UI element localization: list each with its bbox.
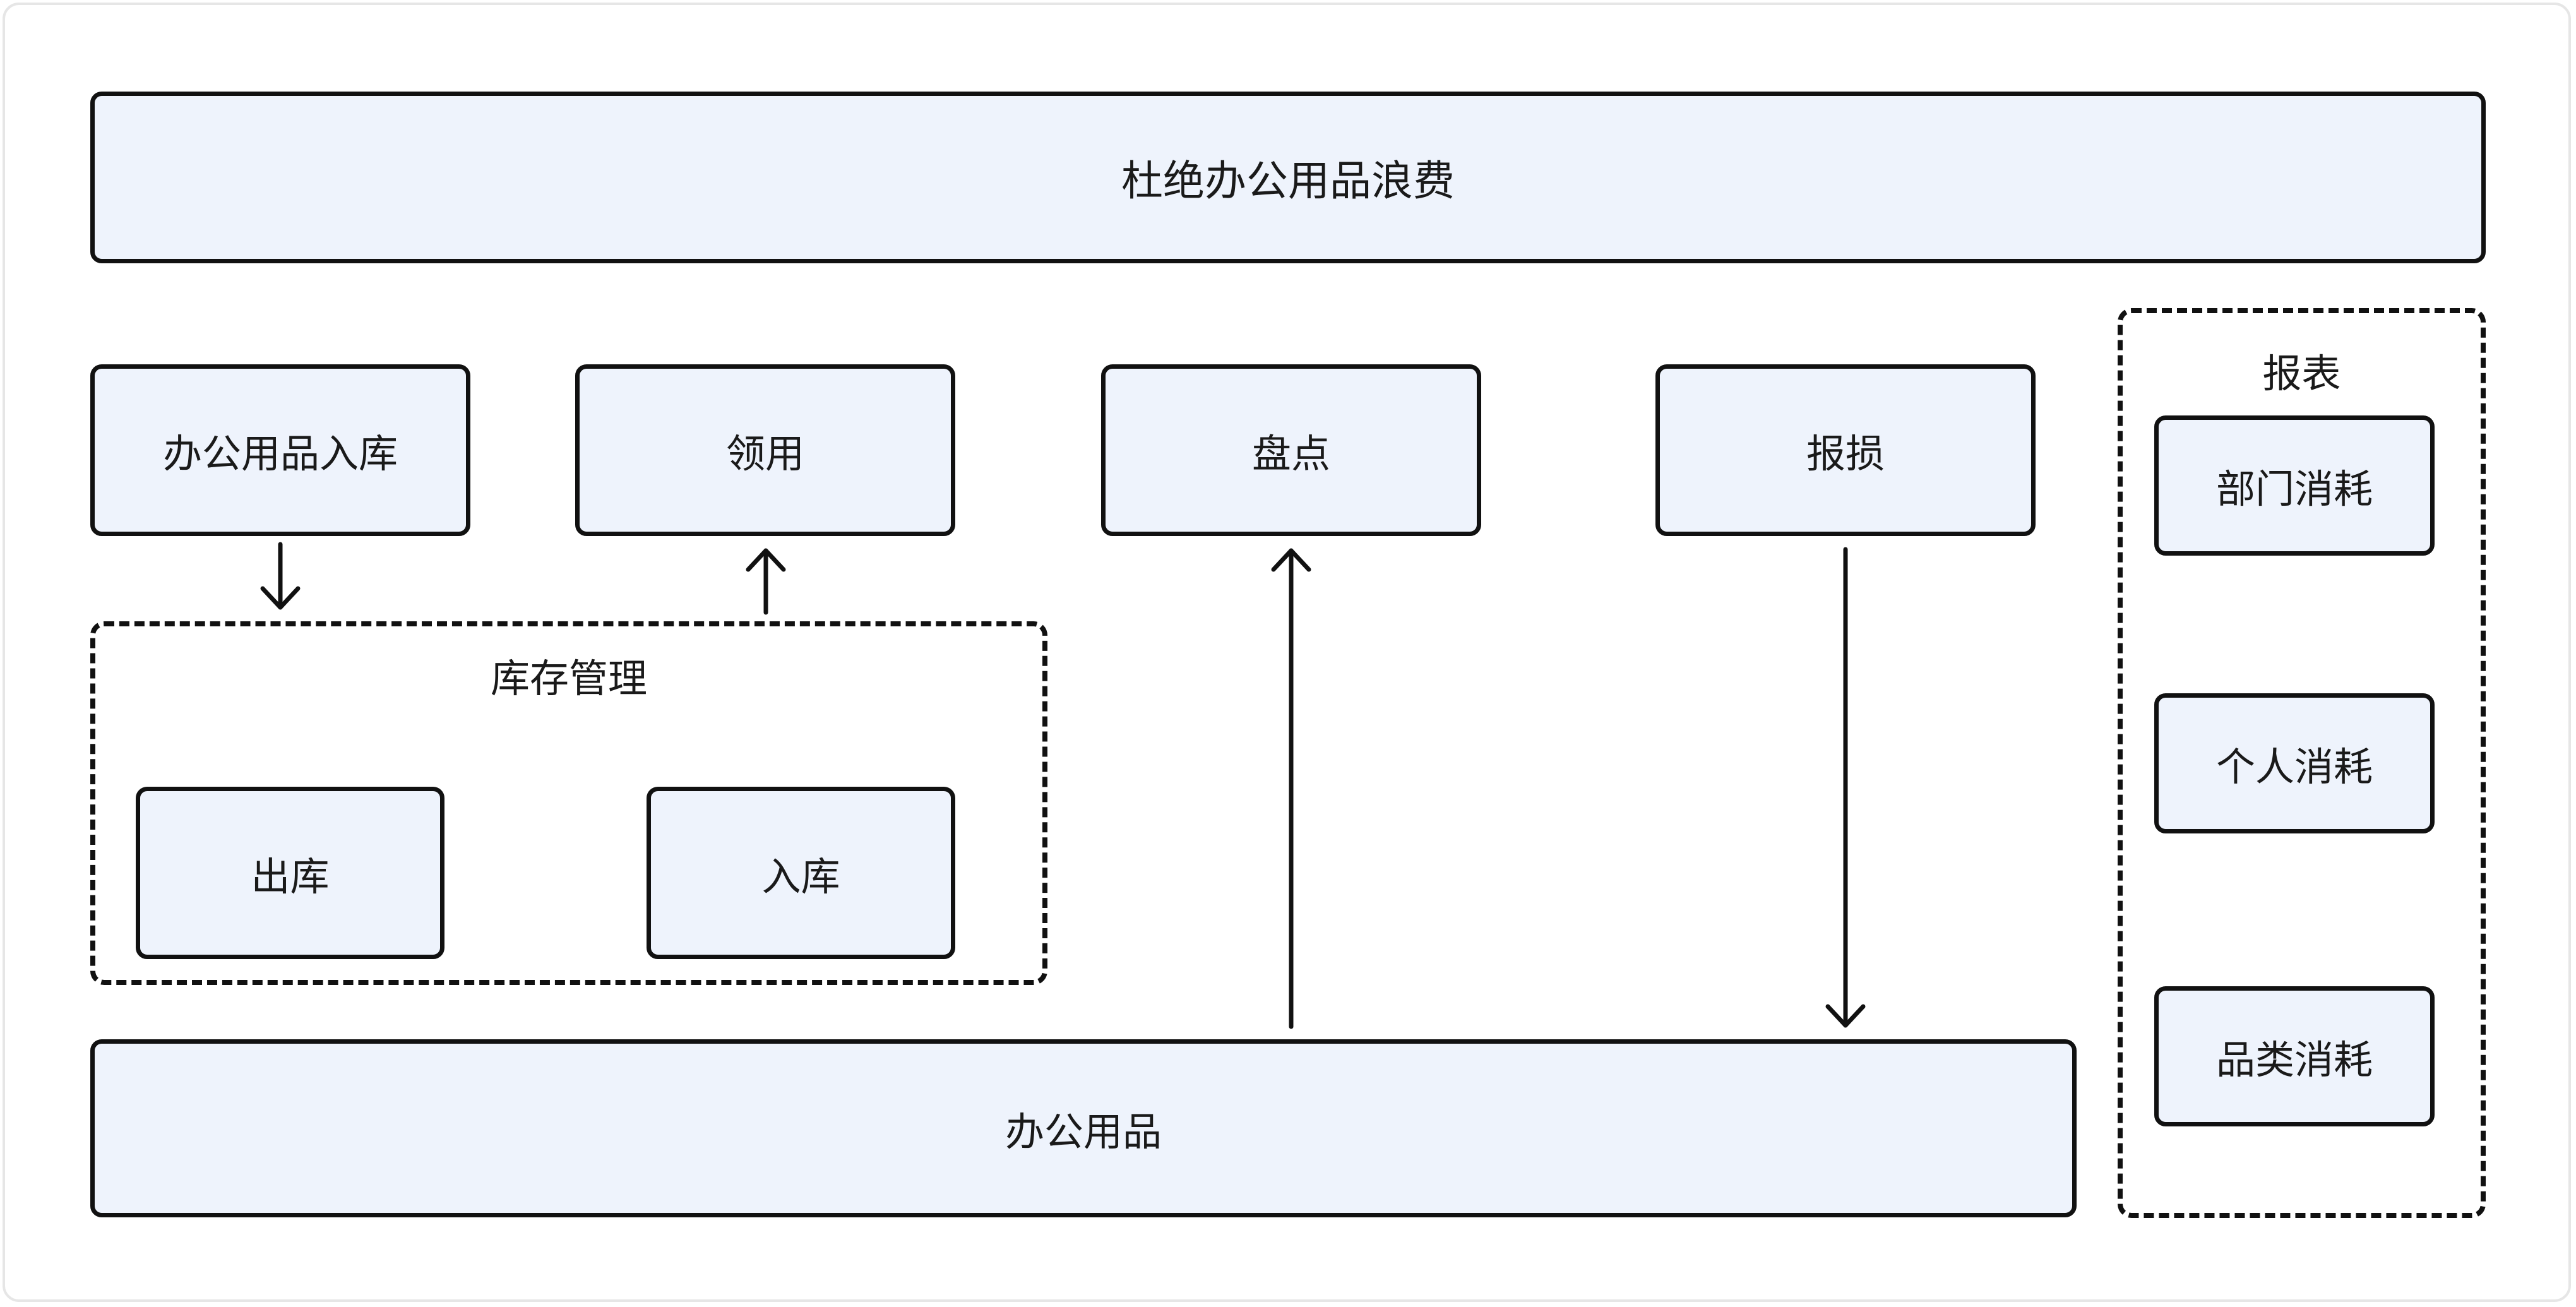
report-item-personal: 个人消耗 xyxy=(2154,693,2435,833)
diagram-frame xyxy=(3,3,2571,1302)
report-item-category: 品类消耗 xyxy=(2154,986,2435,1126)
report-item-label: 品类消耗 xyxy=(2215,1037,2373,1083)
stock-out-box: 出库 xyxy=(136,787,444,959)
arrow-damage-report-to-supplies xyxy=(1825,547,1866,1028)
inventory-check-label: 盘点 xyxy=(1251,431,1330,477)
arrow-supplies-to-inventory-check xyxy=(1271,548,1311,1029)
report-item-label: 部门消耗 xyxy=(2215,466,2373,512)
damage-report-box: 报损 xyxy=(1655,364,2036,536)
damage-report-label: 报损 xyxy=(1806,431,1885,477)
stock-in-supplies-box: 办公用品入库 xyxy=(90,364,470,536)
stock-in-box: 入库 xyxy=(647,787,955,959)
inventory-check-box: 盘点 xyxy=(1101,364,1481,536)
reports-label: 报表 xyxy=(2262,350,2341,397)
stock-out-label: 出库 xyxy=(251,853,330,900)
requisition-box: 领用 xyxy=(575,364,955,536)
arrow-stock-in-to-inventory xyxy=(260,542,301,610)
report-item-department: 部门消耗 xyxy=(2154,415,2435,556)
inventory-management-label: 库存管理 xyxy=(490,655,647,701)
title-box: 杜绝办公用品浪费 xyxy=(90,92,2486,263)
title-text: 杜绝办公用品浪费 xyxy=(1121,157,1455,205)
inventory-management-group: 库存管理 xyxy=(90,621,1047,985)
office-supplies-base-label: 办公用品 xyxy=(1005,1109,1162,1155)
office-supplies-base-box: 办公用品 xyxy=(90,1039,2077,1217)
stock-in-supplies-label: 办公用品入库 xyxy=(162,431,398,477)
requisition-label: 领用 xyxy=(725,431,804,477)
report-item-label: 个人消耗 xyxy=(2215,744,2373,790)
reports-group: 报表 xyxy=(2118,308,2486,1218)
arrow-inventory-to-requisition xyxy=(746,548,786,615)
stock-in-label: 入库 xyxy=(761,853,840,900)
